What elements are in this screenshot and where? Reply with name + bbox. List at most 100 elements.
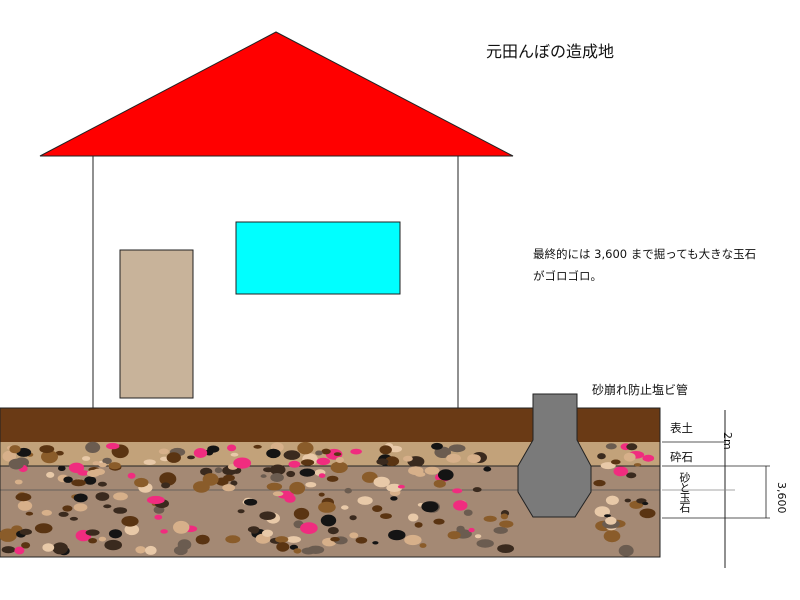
stone — [108, 529, 123, 539]
stone — [214, 467, 223, 474]
stone — [86, 469, 100, 478]
stone — [373, 476, 390, 488]
stone — [431, 442, 443, 450]
stone — [327, 527, 339, 535]
stone — [244, 498, 258, 506]
stone — [433, 479, 446, 488]
house-door — [119, 249, 194, 399]
stone — [289, 481, 306, 495]
stone — [623, 452, 636, 462]
stone — [618, 544, 634, 557]
stone — [468, 527, 475, 533]
stone — [52, 542, 68, 555]
stone — [316, 457, 331, 466]
stone — [605, 495, 619, 505]
layer-label-sand-boulders: 砂と玉石 — [678, 472, 691, 512]
stone — [463, 509, 473, 516]
stone — [603, 530, 621, 543]
stone — [259, 511, 276, 520]
stone — [372, 541, 379, 545]
stone — [202, 473, 219, 486]
stone — [69, 516, 78, 521]
ground-outline — [0, 407, 661, 558]
stone — [68, 462, 85, 473]
stone — [320, 514, 337, 527]
dimension-label-3600: 3,600 — [775, 482, 788, 514]
stone — [283, 450, 301, 460]
pvc-pipe — [517, 393, 592, 518]
stone — [121, 516, 139, 527]
stone — [624, 498, 631, 503]
stone — [63, 476, 73, 483]
layer-label-topsoil: 表土 — [670, 421, 693, 435]
stone — [384, 456, 400, 467]
stone — [344, 487, 352, 494]
stone — [260, 474, 267, 478]
stone — [230, 480, 238, 486]
stone — [355, 537, 368, 544]
stone — [379, 445, 392, 455]
stone — [82, 456, 91, 461]
stone — [14, 479, 23, 485]
stone — [262, 529, 273, 537]
stone — [642, 501, 649, 506]
stone — [388, 529, 406, 541]
stone — [626, 472, 637, 479]
stone — [17, 500, 33, 511]
stone — [84, 476, 97, 485]
stone — [288, 460, 301, 468]
stone — [318, 492, 325, 497]
stone — [1, 546, 16, 554]
stone — [222, 484, 236, 492]
diagram-title: 元田んぼの造成地 — [486, 42, 615, 61]
pipe-label: 砂崩れ防止塩ビ管 — [592, 383, 689, 397]
stone — [446, 453, 461, 463]
stone — [25, 511, 34, 516]
house-window — [235, 221, 401, 295]
stone — [113, 507, 128, 514]
stone — [408, 466, 424, 476]
stone — [223, 474, 235, 482]
stone — [205, 449, 214, 456]
stone — [124, 524, 140, 536]
stone — [318, 501, 336, 513]
stone — [361, 471, 378, 483]
stone — [500, 513, 509, 520]
stone — [380, 513, 392, 519]
stone — [499, 520, 514, 528]
stone — [349, 532, 359, 539]
stone — [8, 458, 24, 470]
stone — [104, 539, 122, 551]
stone — [134, 477, 149, 488]
stone — [403, 455, 413, 462]
stone — [476, 539, 494, 548]
stone — [286, 470, 296, 478]
stone — [388, 445, 402, 453]
stone — [98, 462, 107, 468]
stone — [41, 450, 58, 464]
layer-label-gravel: 砕石 — [670, 450, 693, 464]
stone — [305, 482, 317, 488]
stone — [453, 500, 468, 511]
stone — [326, 475, 339, 482]
stone — [227, 444, 237, 452]
stone — [605, 443, 617, 450]
stone — [613, 466, 629, 477]
stone — [102, 457, 112, 465]
stone — [127, 472, 136, 479]
stone — [293, 507, 310, 520]
stone — [605, 516, 617, 525]
stone — [113, 492, 128, 501]
stone — [85, 441, 101, 453]
stone — [497, 544, 514, 553]
stone — [419, 543, 427, 548]
stone — [299, 468, 315, 477]
stone — [276, 542, 290, 552]
note-line-1: 最終的には 3,600 まで掘っても大きな玉石 — [533, 247, 757, 261]
stone — [448, 444, 466, 453]
stone — [95, 492, 110, 501]
stone — [390, 496, 398, 501]
stone — [62, 505, 73, 512]
stone — [372, 505, 383, 512]
